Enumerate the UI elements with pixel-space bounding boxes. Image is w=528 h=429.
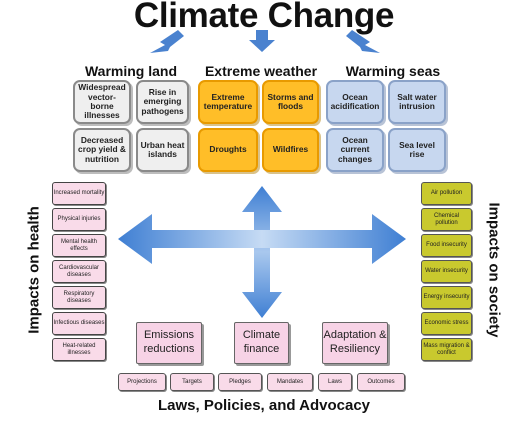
heading-warming-land: Warming land	[84, 63, 178, 79]
box-adaptation-resiliency: Adaptation & Resiliency	[322, 322, 388, 364]
impacts-on-society-label: Impacts on society	[485, 202, 503, 338]
box-emissions-reductions: Emissions reductions	[136, 322, 202, 364]
health-mental-health: Mental health effects	[52, 234, 106, 257]
box-droughts: Droughts	[198, 128, 258, 172]
box-ocean-current-changes: Ocean current changes	[326, 128, 384, 172]
box-emerging-pathogens: Rise in emerging pathogens	[136, 80, 189, 124]
society-air-pollution: Air pollution	[421, 182, 472, 205]
society-water-insecurity: Water insecurity	[421, 260, 472, 283]
society-food-insecurity: Food insecurity	[421, 234, 472, 257]
box-urban-heat-islands: Urban heat islands	[136, 128, 189, 172]
heading-warming-seas: Warming seas	[345, 63, 441, 79]
society-energy-insecurity: Energy insecurity	[421, 286, 472, 309]
tool-pledges: Pledges	[218, 373, 262, 391]
tool-outcomes: Outcomes	[357, 373, 405, 391]
tool-laws: Laws	[318, 373, 352, 391]
top-arrows	[150, 30, 380, 53]
tool-projections: Projections	[118, 373, 166, 391]
diagram-title: Climate Change	[133, 0, 395, 35]
impacts-on-health-label: Impacts on health	[25, 206, 43, 334]
health-physical-injuries: Physical injuries	[52, 208, 106, 231]
health-respiratory: Respiratory diseases	[52, 286, 106, 309]
society-chemical-pollution: Chemical pollution	[421, 208, 472, 231]
society-mass-migration: Mass migration & conflict	[421, 338, 472, 361]
box-salt-water-intrusion: Salt water intrusion	[388, 80, 446, 124]
health-mortality: Increased mortality	[52, 182, 106, 205]
box-crop-yield: Decreased crop yield & nutrition	[73, 128, 131, 172]
health-heat-related: Heat-related illnesses	[52, 338, 106, 361]
arrow-to-extreme-weather	[249, 30, 275, 52]
health-infectious: Infectious diseases	[52, 312, 106, 335]
horizontal-arrow	[118, 214, 406, 264]
heading-extreme-weather: Extreme weather	[204, 63, 318, 79]
box-vector-borne-illnesses: Widespread vector-borne illnesses	[73, 80, 131, 124]
tool-mandates: Mandates	[267, 373, 313, 391]
box-storms-floods: Storms and floods	[262, 80, 319, 124]
box-wildfires: Wildfires	[262, 128, 319, 172]
vertical-arrow	[242, 186, 282, 318]
box-climate-finance: Climate finance	[234, 322, 289, 364]
arrow-to-warming-land	[150, 30, 184, 53]
society-economic-stress: Economic stress	[421, 312, 472, 335]
box-extreme-temperature: Extreme temperature	[198, 80, 258, 124]
tool-targets: Targets	[170, 373, 214, 391]
footer-title: Laws, Policies, and Advocacy	[157, 397, 371, 414]
arrow-to-warming-seas	[346, 30, 380, 53]
health-cardiovascular: Cardiovascular diseases	[52, 260, 106, 283]
box-sea-level-rise: Sea level rise	[388, 128, 446, 172]
box-ocean-acidification: Ocean acidification	[326, 80, 384, 124]
